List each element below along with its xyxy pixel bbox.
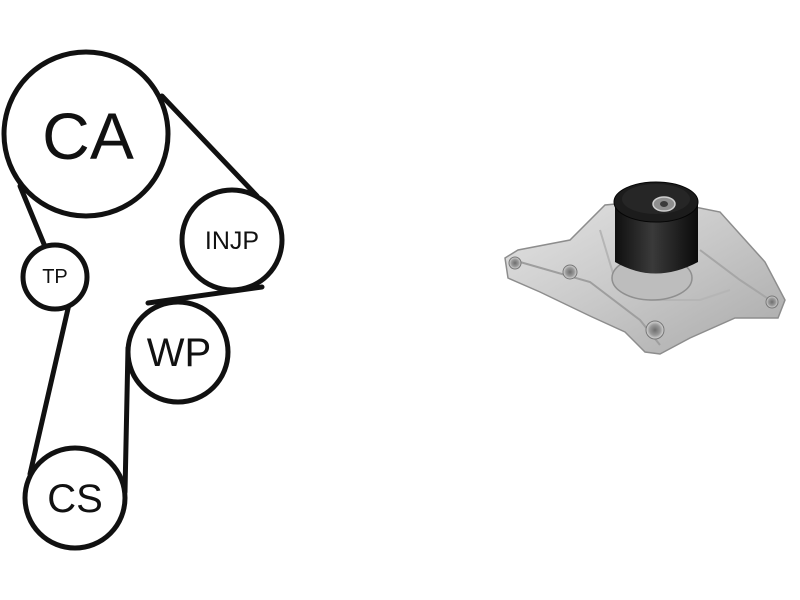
- pulley-camshaft-circle: [1, 49, 171, 219]
- belt-segment-tp-ca: [17, 183, 49, 252]
- pulley-tensioner: TP: [20, 242, 90, 312]
- pulley-crankshaft-circle: [22, 445, 128, 551]
- water-pump-hub: [615, 205, 698, 274]
- pulley-crankshaft: CS: [22, 445, 128, 551]
- pulley-injection-pump-label: INJP: [205, 227, 259, 255]
- pulley-water-pump-circle: [125, 299, 231, 405]
- pulley-tensioner-label: TP: [42, 266, 68, 288]
- pulley-water-pump: WP: [125, 299, 231, 405]
- pulley-crankshaft-label: CS: [47, 477, 103, 521]
- bolt-hole-icon: [562, 264, 578, 280]
- pulley-injection-pump: INJP: [179, 187, 285, 293]
- pulley-tensioner-circle: [20, 242, 90, 312]
- bolt-hole-icon: [645, 320, 665, 340]
- belt-segment-cs-tp: [27, 297, 73, 477]
- water-pump-ridge-2: [699, 249, 771, 301]
- pulley-injection-pump-circle: [179, 187, 285, 293]
- pulley-camshaft: CA: [1, 49, 171, 219]
- belt-segment-wp-cs: [122, 345, 131, 495]
- pulley-camshaft-label: CA: [42, 99, 134, 173]
- pulley-water-pump-label: WP: [147, 331, 211, 375]
- bolt-hole-icon: [765, 295, 779, 309]
- water-pump-photo: [504, 181, 786, 355]
- water-pump-shaft-center: [660, 201, 668, 207]
- belt-segment-ca-injp: [159, 93, 260, 199]
- bolt-hole-icon: [508, 256, 522, 270]
